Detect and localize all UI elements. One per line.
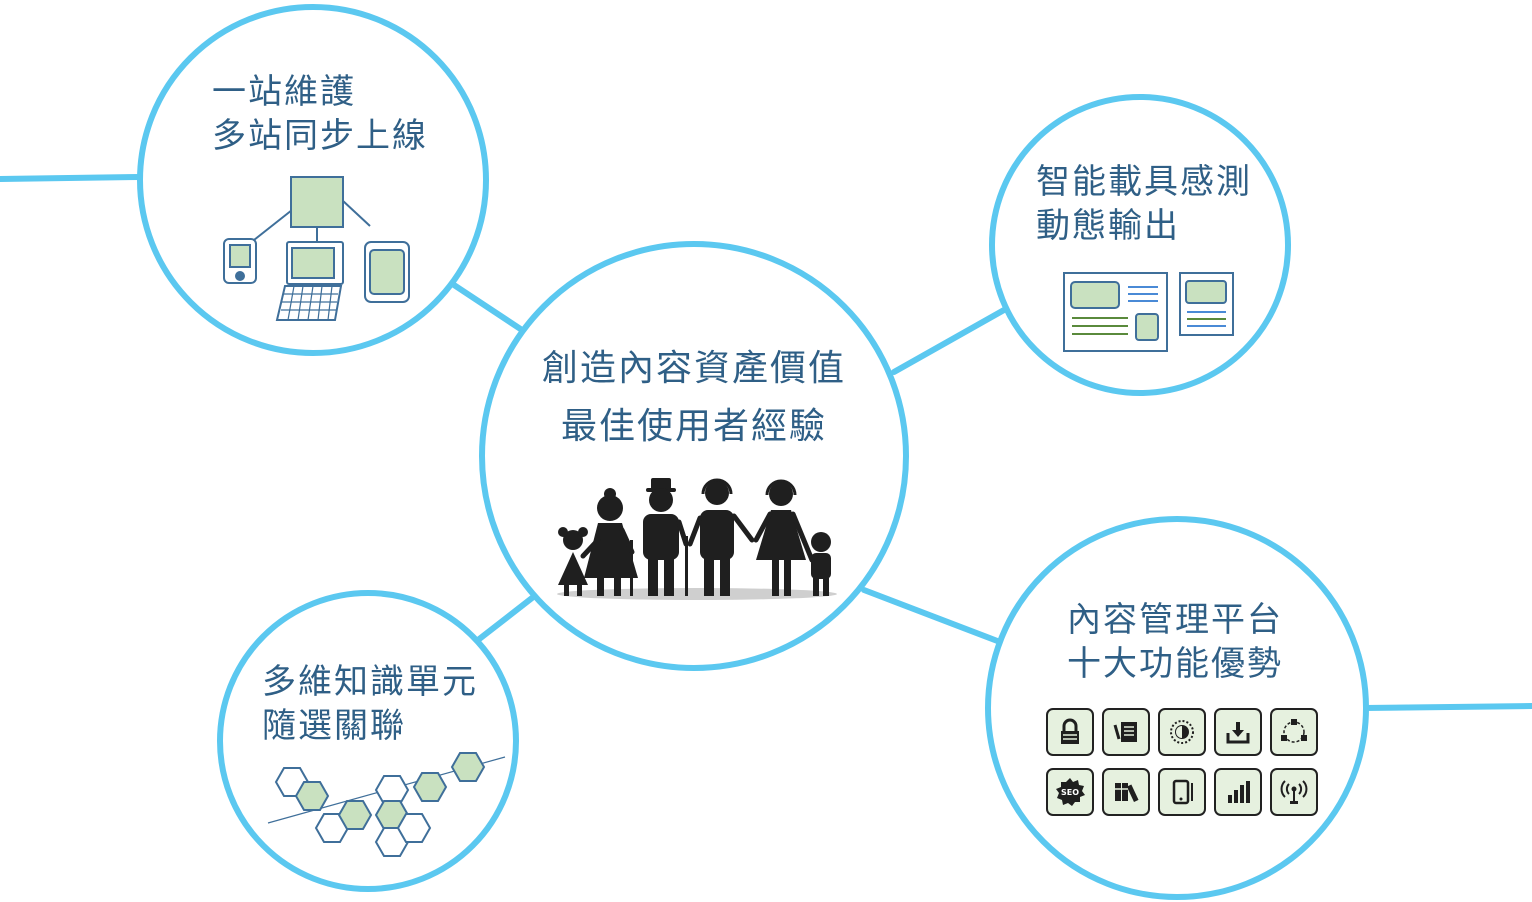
mobile-icon	[1158, 768, 1206, 816]
center-line-1: 創造內容資產價值	[541, 348, 846, 389]
hexagon-network-icon	[267, 752, 506, 857]
connector-lines	[0, 174, 1532, 711]
responsive-layout-icon	[1063, 272, 1234, 352]
center-label: 創造內容資產價值 最佳使用者經驗	[480, 340, 908, 456]
top-right-line-2: 動態輸出	[1036, 206, 1180, 246]
bottom-left-line-2: 隨選關聯	[262, 706, 406, 746]
bottom-left-circle	[217, 590, 519, 892]
top-left-line-1: 一站維護	[212, 72, 356, 112]
bottom-right-line-2: 十大功能優勢	[1067, 644, 1283, 684]
broadcast-icon	[1270, 768, 1318, 816]
center-circle	[479, 241, 909, 671]
seo-label: SEO	[1061, 788, 1079, 797]
connector-center-bottom-right	[861, 587, 1003, 645]
connector-center-top-left	[451, 282, 525, 333]
multi-device-network-icon	[223, 176, 410, 321]
top-right-line-1: 智能載具感測	[1036, 162, 1252, 202]
connector-center-bottom-left	[475, 595, 535, 643]
connector-center-top-right	[891, 307, 1007, 375]
archive-icon	[1102, 768, 1150, 816]
bottom-left-label: 多維知識單元 隨選關聯	[262, 660, 478, 748]
bottom-right-label: 內容管理平台 十大功能優勢	[990, 598, 1360, 686]
family-silhouette-icon	[557, 478, 837, 600]
connector-left-edge	[0, 174, 143, 182]
workflow-icon	[1270, 708, 1318, 756]
center-line-2: 最佳使用者經驗	[560, 406, 827, 447]
family-arms	[580, 511, 815, 563]
bar-chart-icon	[1214, 768, 1262, 816]
bottom-left-line-1: 多維知識單元	[262, 662, 478, 702]
download-icon	[1214, 708, 1262, 756]
top-left-line-2: 多站同步上線	[212, 116, 428, 156]
seo-icon: SEO	[1046, 768, 1094, 816]
lock-icon	[1046, 708, 1094, 756]
bottom-right-line-1: 內容管理平台	[1067, 600, 1283, 640]
news-icon	[1102, 708, 1150, 756]
connector-right-edge	[1361, 703, 1532, 711]
top-left-label: 一站維護 多站同步上線	[212, 70, 428, 158]
feature-icon-grid: SEO	[1046, 708, 1318, 816]
top-right-label: 智能載具感測 動態輸出	[1036, 160, 1252, 248]
brightness-icon	[1158, 708, 1206, 756]
